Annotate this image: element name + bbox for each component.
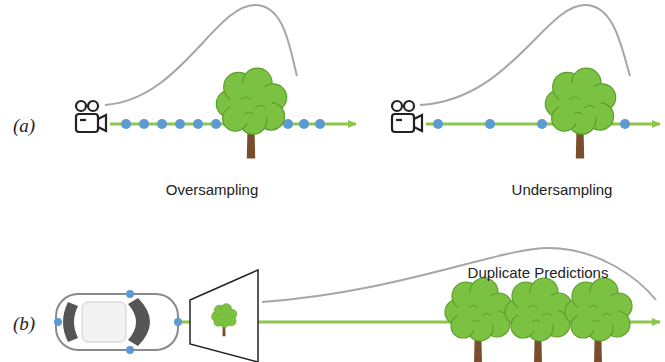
caption-label: Undersampling [512,182,613,199]
car-top-view [54,290,182,354]
tree [216,68,286,158]
tree [445,278,512,362]
caption-label: Duplicate Predictions [468,265,609,282]
image-plane [190,270,258,362]
caption-label: Oversampling [166,182,259,199]
camera-icon [76,101,106,132]
panel-tag: (b) [13,314,35,335]
tree [565,278,632,362]
camera-icon [392,101,422,132]
tree [505,278,572,362]
panel-tag: (a) [13,116,35,137]
tree [211,304,236,337]
tree [545,68,615,158]
